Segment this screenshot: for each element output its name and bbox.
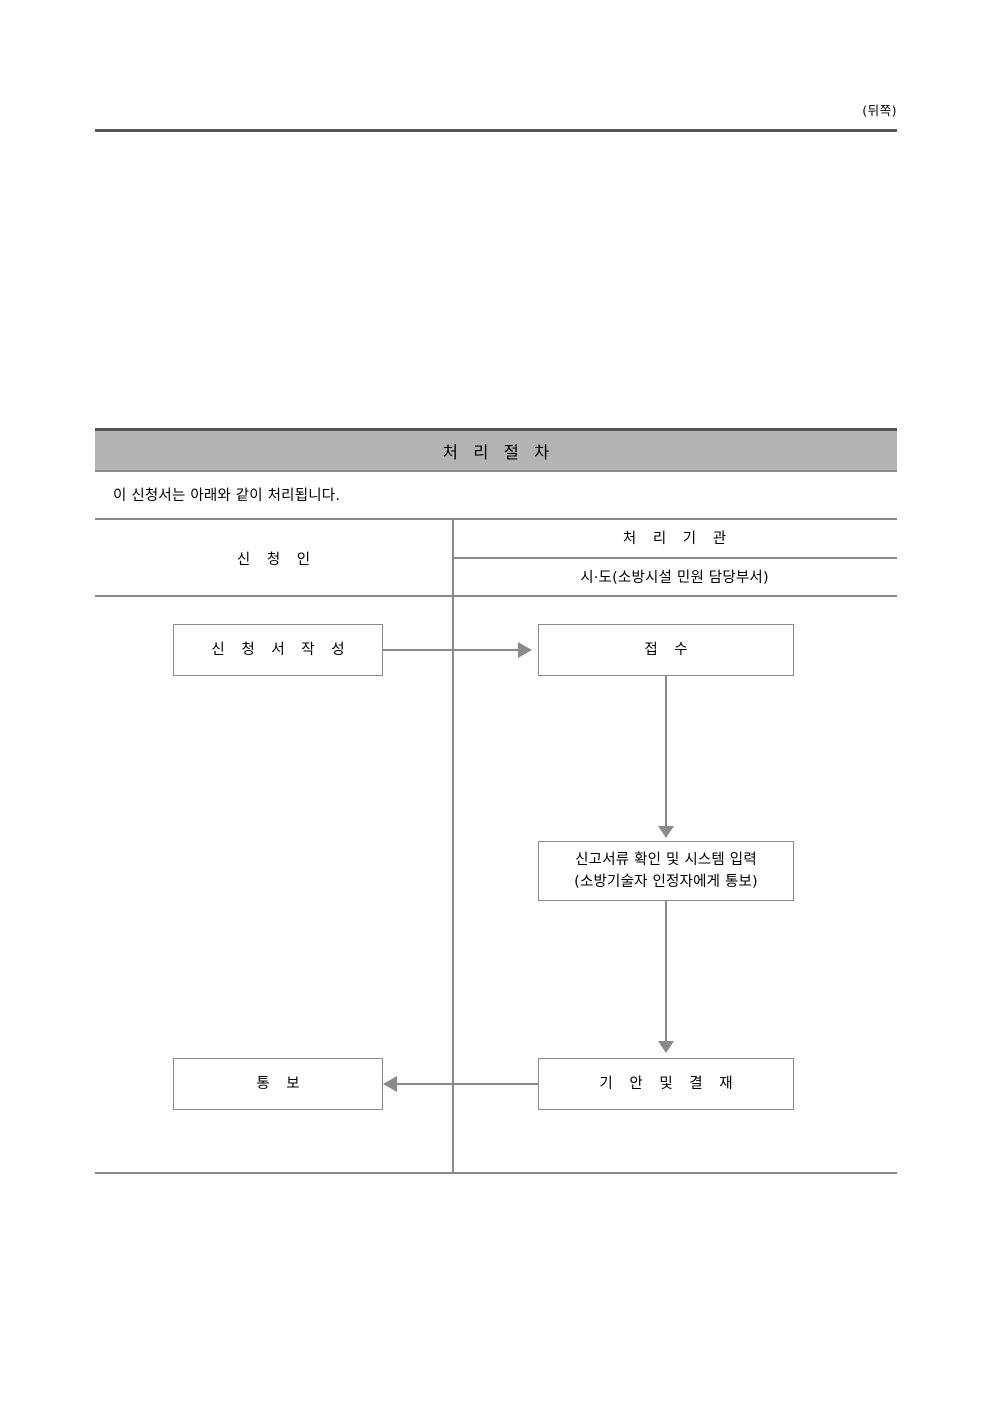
flow-box-application-form-label: 신 청 서 작 성 — [211, 641, 351, 658]
page-side-label: (뒤쪽) — [862, 103, 897, 118]
header-rule — [95, 129, 897, 132]
connector-draft-to-notify-line — [397, 1083, 538, 1085]
section-title: 처 리 절 차 — [442, 442, 555, 462]
flow-box-application-form: 신 청 서 작 성 — [173, 624, 383, 676]
connector-receipt-to-verify-line — [665, 676, 667, 828]
intro-text: 이 신청서는 아래와 같이 처리됩니다. — [113, 488, 341, 504]
column-header-agency-sub: 시·도(소방시설 민원 담당부서) — [580, 570, 769, 586]
flow-box-document-verification-label-line2: (소방기술자 인정자에게 통보) — [574, 874, 758, 890]
table-top-border — [95, 518, 897, 520]
flow-box-notification-label: 통 보 — [256, 1075, 306, 1092]
flow-box-document-verification-label-line1: 신고서류 확인 및 시스템 입력 — [575, 851, 757, 868]
flow-box-draft-approval: 기 안 및 결 재 — [538, 1058, 794, 1110]
flow-box-receipt: 접 수 — [538, 624, 794, 676]
flow-box-draft-approval-label: 기 안 및 결 재 — [599, 1075, 739, 1092]
header-sub-divider — [452, 557, 897, 559]
flow-box-document-verification: 신고서류 확인 및 시스템 입력 (소방기술자 인정자에게 통보) — [538, 841, 794, 901]
flow-box-notification: 통 보 — [173, 1058, 383, 1110]
banner-underline — [95, 470, 897, 472]
arrow-right-icon — [518, 642, 532, 658]
procedure-table: 신 청 인 처 리 기 관 시·도(소방시설 민원 담당부서) 신 청 서 작 … — [95, 518, 897, 1174]
connector-verify-to-draft-line — [665, 901, 667, 1043]
column-header-agency: 처 리 기 관 — [622, 531, 733, 547]
section-banner: 처 리 절 차 — [95, 428, 897, 470]
column-divider — [452, 518, 454, 1173]
table-bottom-border — [95, 1172, 897, 1174]
arrow-down-icon — [658, 1041, 674, 1053]
arrow-down-icon — [658, 826, 674, 838]
column-header-applicant: 신 청 인 — [236, 552, 317, 568]
header-bottom-border — [95, 595, 897, 597]
connector-apply-to-receipt-line — [383, 649, 518, 651]
flow-box-receipt-label: 접 수 — [644, 641, 694, 658]
arrow-left-icon — [383, 1076, 397, 1092]
